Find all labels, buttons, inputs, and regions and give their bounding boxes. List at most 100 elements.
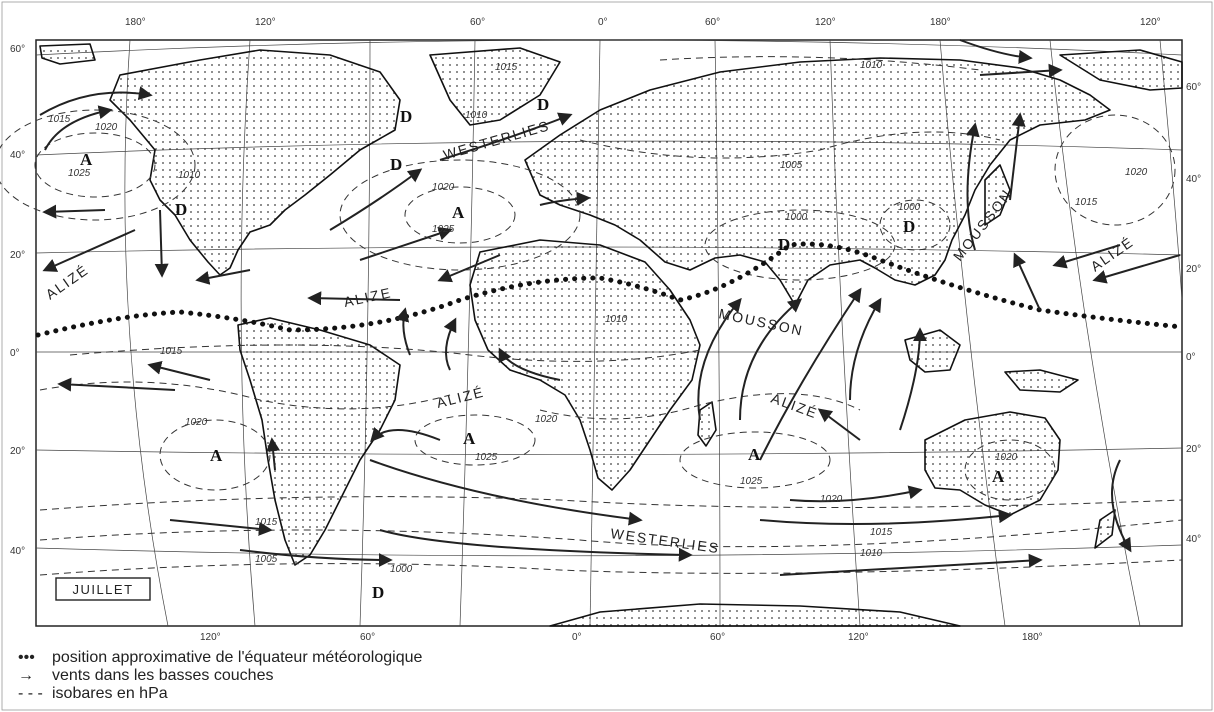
isobar-value: 1020 bbox=[1125, 167, 1148, 178]
isobar-value: 1010 bbox=[860, 60, 883, 71]
australia bbox=[924, 411, 1061, 516]
isobar-value: 1020 bbox=[535, 414, 558, 425]
new-zealand bbox=[1094, 509, 1116, 549]
lat-label: 20° bbox=[1186, 444, 1201, 455]
low-pressure-marker: D bbox=[400, 107, 412, 126]
low-pressure-centers: D D D D D D D bbox=[175, 95, 915, 602]
arrow-legend-icon: → bbox=[18, 667, 34, 684]
low-pressure-marker: D bbox=[903, 217, 915, 236]
alaska-siberia-tip bbox=[1059, 49, 1183, 91]
antarctica bbox=[549, 603, 961, 627]
lat-label: 40° bbox=[10, 150, 25, 161]
isobar-value: 1015 bbox=[1075, 197, 1098, 208]
lon-label: 0° bbox=[572, 632, 582, 643]
lon-label: 180° bbox=[930, 17, 951, 28]
isobar-value: 1020 bbox=[185, 417, 208, 428]
isobar-value: 1005 bbox=[255, 554, 278, 565]
pacific-islands bbox=[39, 43, 96, 65]
itcz-line bbox=[35, 241, 1185, 338]
lat-label: 40° bbox=[1186, 534, 1201, 545]
low-pressure-marker: D bbox=[390, 155, 402, 174]
legend-itcz: ••• position approximative de l'équateur … bbox=[18, 650, 422, 666]
high-pressure-marker: A bbox=[463, 429, 476, 448]
latitude-labels-left: 60° 40° 20° 0° 20° 40° bbox=[10, 44, 25, 557]
lat-label: 60° bbox=[10, 44, 25, 55]
high-pressure-marker: A bbox=[452, 203, 465, 222]
itcz-legend-text: position approximative de l'équateur mét… bbox=[52, 649, 423, 666]
lat-label: 0° bbox=[1186, 352, 1196, 363]
isobar-value: 1020 bbox=[95, 122, 118, 133]
lon-label: 120° bbox=[255, 17, 276, 28]
japan bbox=[984, 164, 1011, 226]
south-america bbox=[237, 317, 401, 566]
new-guinea bbox=[1004, 369, 1079, 393]
lon-label: 180° bbox=[125, 17, 146, 28]
longitude-labels-bottom: 120° 60° 0° 60° 120° 180° bbox=[200, 632, 1043, 643]
lon-label: 120° bbox=[1140, 17, 1161, 28]
isobar-value: 1025 bbox=[740, 476, 763, 487]
isobar-value: 1015 bbox=[160, 346, 183, 357]
lon-label: 60° bbox=[705, 17, 720, 28]
wind-legend-text: vents dans les basses couches bbox=[52, 667, 274, 684]
lat-label: 20° bbox=[1186, 264, 1201, 275]
lat-label: 60° bbox=[1186, 82, 1201, 93]
isobar-value: 1010 bbox=[605, 314, 628, 325]
dashed-line-legend-icon: - - - bbox=[18, 685, 43, 702]
isobar-value: 1015 bbox=[870, 527, 893, 538]
isobar-value: 1015 bbox=[495, 62, 518, 73]
isobar-value: 1025 bbox=[68, 168, 91, 179]
isobar-labels: 1015 1020 1025 1010 1010 1015 1010 1020 … bbox=[48, 60, 1148, 575]
isobar-value: 1020 bbox=[995, 452, 1018, 463]
north-america bbox=[109, 49, 401, 276]
isobar-value: 1010 bbox=[465, 110, 488, 121]
high-pressure-marker: A bbox=[992, 467, 1005, 486]
lat-label: 40° bbox=[1186, 174, 1201, 185]
eurasia bbox=[524, 57, 1111, 306]
isobar-value: 1015 bbox=[48, 114, 71, 125]
lon-label: 180° bbox=[1022, 632, 1043, 643]
landmasses bbox=[39, 43, 1183, 627]
lon-label: 120° bbox=[848, 632, 869, 643]
high-pressure-marker: A bbox=[80, 150, 93, 169]
isobar-value: 1025 bbox=[475, 452, 498, 463]
isobar-value: 1010 bbox=[860, 548, 883, 559]
month-label: JUILLET bbox=[72, 582, 133, 597]
isobar-value: 1020 bbox=[432, 182, 455, 193]
legend-isobar: - - - isobares en hPa bbox=[18, 686, 168, 702]
lon-label: 60° bbox=[710, 632, 725, 643]
low-pressure-marker: D bbox=[175, 200, 187, 219]
lat-label: 40° bbox=[10, 546, 25, 557]
isobar-value: 1015 bbox=[255, 517, 278, 528]
greenland bbox=[429, 47, 561, 126]
legend-wind: → vents dans les basses couches bbox=[18, 668, 273, 684]
isobar-value: 1020 bbox=[820, 494, 843, 505]
isobar-lines bbox=[0, 56, 1183, 576]
lon-label: 120° bbox=[200, 632, 221, 643]
isobar-legend-text: isobares en hPa bbox=[52, 685, 168, 702]
isobar-value: 1010 bbox=[178, 170, 201, 181]
month-box: JUILLET bbox=[55, 577, 151, 601]
lat-label: 20° bbox=[10, 250, 25, 261]
isobar-value: 1000 bbox=[785, 212, 808, 223]
latitude-labels-right: 60° 40° 20° 0° 20° 40° bbox=[1186, 82, 1201, 545]
lon-label: 120° bbox=[815, 17, 836, 28]
isobar-value: 1025 bbox=[432, 224, 455, 235]
high-pressure-marker: A bbox=[210, 446, 223, 465]
low-pressure-marker: D bbox=[778, 235, 790, 254]
lon-label: 60° bbox=[470, 17, 485, 28]
longitude-labels-top: 180° 120° 60° 0° 60° 120° 180° 120° bbox=[125, 17, 1161, 28]
madagascar bbox=[697, 401, 717, 447]
low-pressure-marker: D bbox=[537, 95, 549, 114]
itcz-legend-icon: ••• bbox=[18, 649, 35, 666]
wind-arrows bbox=[39, 39, 1181, 576]
high-pressure-centers: A A A A A A bbox=[80, 150, 1005, 486]
lat-label: 20° bbox=[10, 446, 25, 457]
lon-label: 60° bbox=[360, 632, 375, 643]
lon-label: 0° bbox=[598, 17, 608, 28]
low-pressure-marker: D bbox=[372, 583, 384, 602]
isobar-value: 1005 bbox=[780, 160, 803, 171]
lat-label: 0° bbox=[10, 348, 20, 359]
high-pressure-marker: A bbox=[748, 445, 761, 464]
isobar-value: 1000 bbox=[390, 564, 413, 575]
